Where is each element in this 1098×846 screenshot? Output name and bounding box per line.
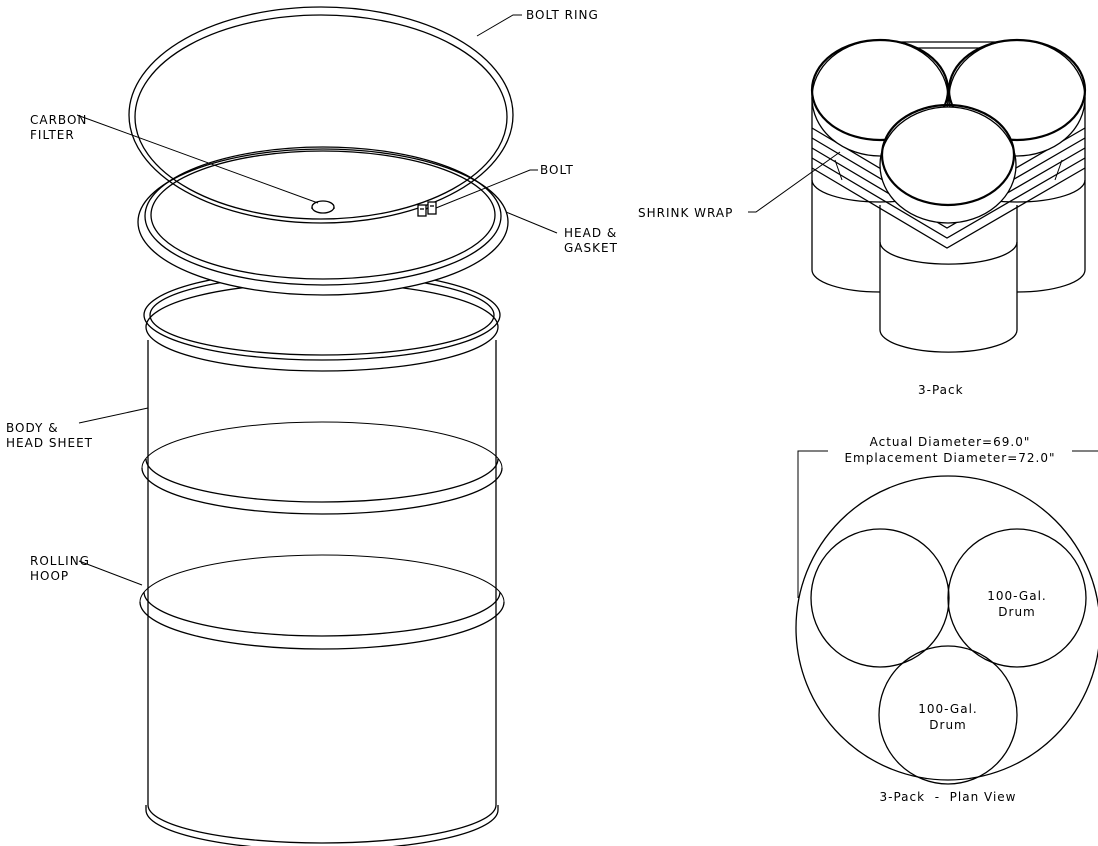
bolt — [417, 201, 437, 217]
drum-circle-bottom — [878, 645, 1018, 785]
shrink-wrap-leader — [748, 151, 841, 213]
drum-circle-right — [947, 528, 1087, 668]
carbon-filter-disc — [311, 200, 335, 214]
rolling-hoop-lower — [139, 554, 505, 650]
label-carbon-filter-line2: FILTER — [30, 128, 75, 142]
pack-drum-front — [879, 205, 1018, 353]
label-bolt: BOLT — [540, 163, 574, 177]
caption-plan-view: 3-Pack - Plan View — [880, 790, 1017, 804]
bolt-ring — [128, 6, 514, 224]
plan-view: Actual Diameter=69.0" Emplacement Diamet… — [795, 435, 1098, 804]
dimension-left-bracket — [797, 450, 828, 598]
drum-body — [145, 340, 499, 846]
emplacement-circle — [795, 475, 1098, 781]
exploded-drum: BOLT RING CARBON FILTER BOLT HEAD & GASK… — [6, 6, 618, 846]
label-body-sheet-line1: BODY & — [6, 421, 59, 435]
label-bolt-ring: BOLT RING — [526, 8, 599, 22]
label-actual-diameter: Actual Diameter=69.0" — [870, 435, 1031, 449]
pack-drum-tops — [810, 38, 1087, 224]
caption-three-pack: 3-Pack — [918, 383, 964, 397]
label-carbon-filter-line1: CARBON — [30, 113, 87, 127]
label-emplacement-diameter: Emplacement Diameter=72.0" — [844, 451, 1055, 465]
label-shrink-wrap: SHRINK WRAP — [638, 206, 733, 220]
label-rolling-hoop-line1: ROLLING — [30, 554, 90, 568]
label-head-gasket-line1: HEAD & — [564, 226, 617, 240]
label-head-gasket-line2: GASKET — [564, 241, 618, 255]
drum-circle-left — [810, 528, 950, 668]
label-drum-bottom-line1: 100-Gal. — [918, 702, 977, 716]
label-rolling-hoop-line2: HOOP — [30, 569, 69, 583]
rolling-hoop-upper — [141, 421, 503, 515]
label-drum-bottom-line2: Drum — [929, 718, 966, 732]
label-drum-right-line1: 100-Gal. — [987, 589, 1046, 603]
label-body-sheet-line2: HEAD SHEET — [6, 436, 93, 450]
leader-lines — [76, 14, 558, 586]
three-pack-isometric: SHRINK WRAP 3-Pack — [638, 38, 1087, 397]
head-and-gasket — [137, 146, 509, 296]
label-drum-right-line2: Drum — [998, 605, 1035, 619]
